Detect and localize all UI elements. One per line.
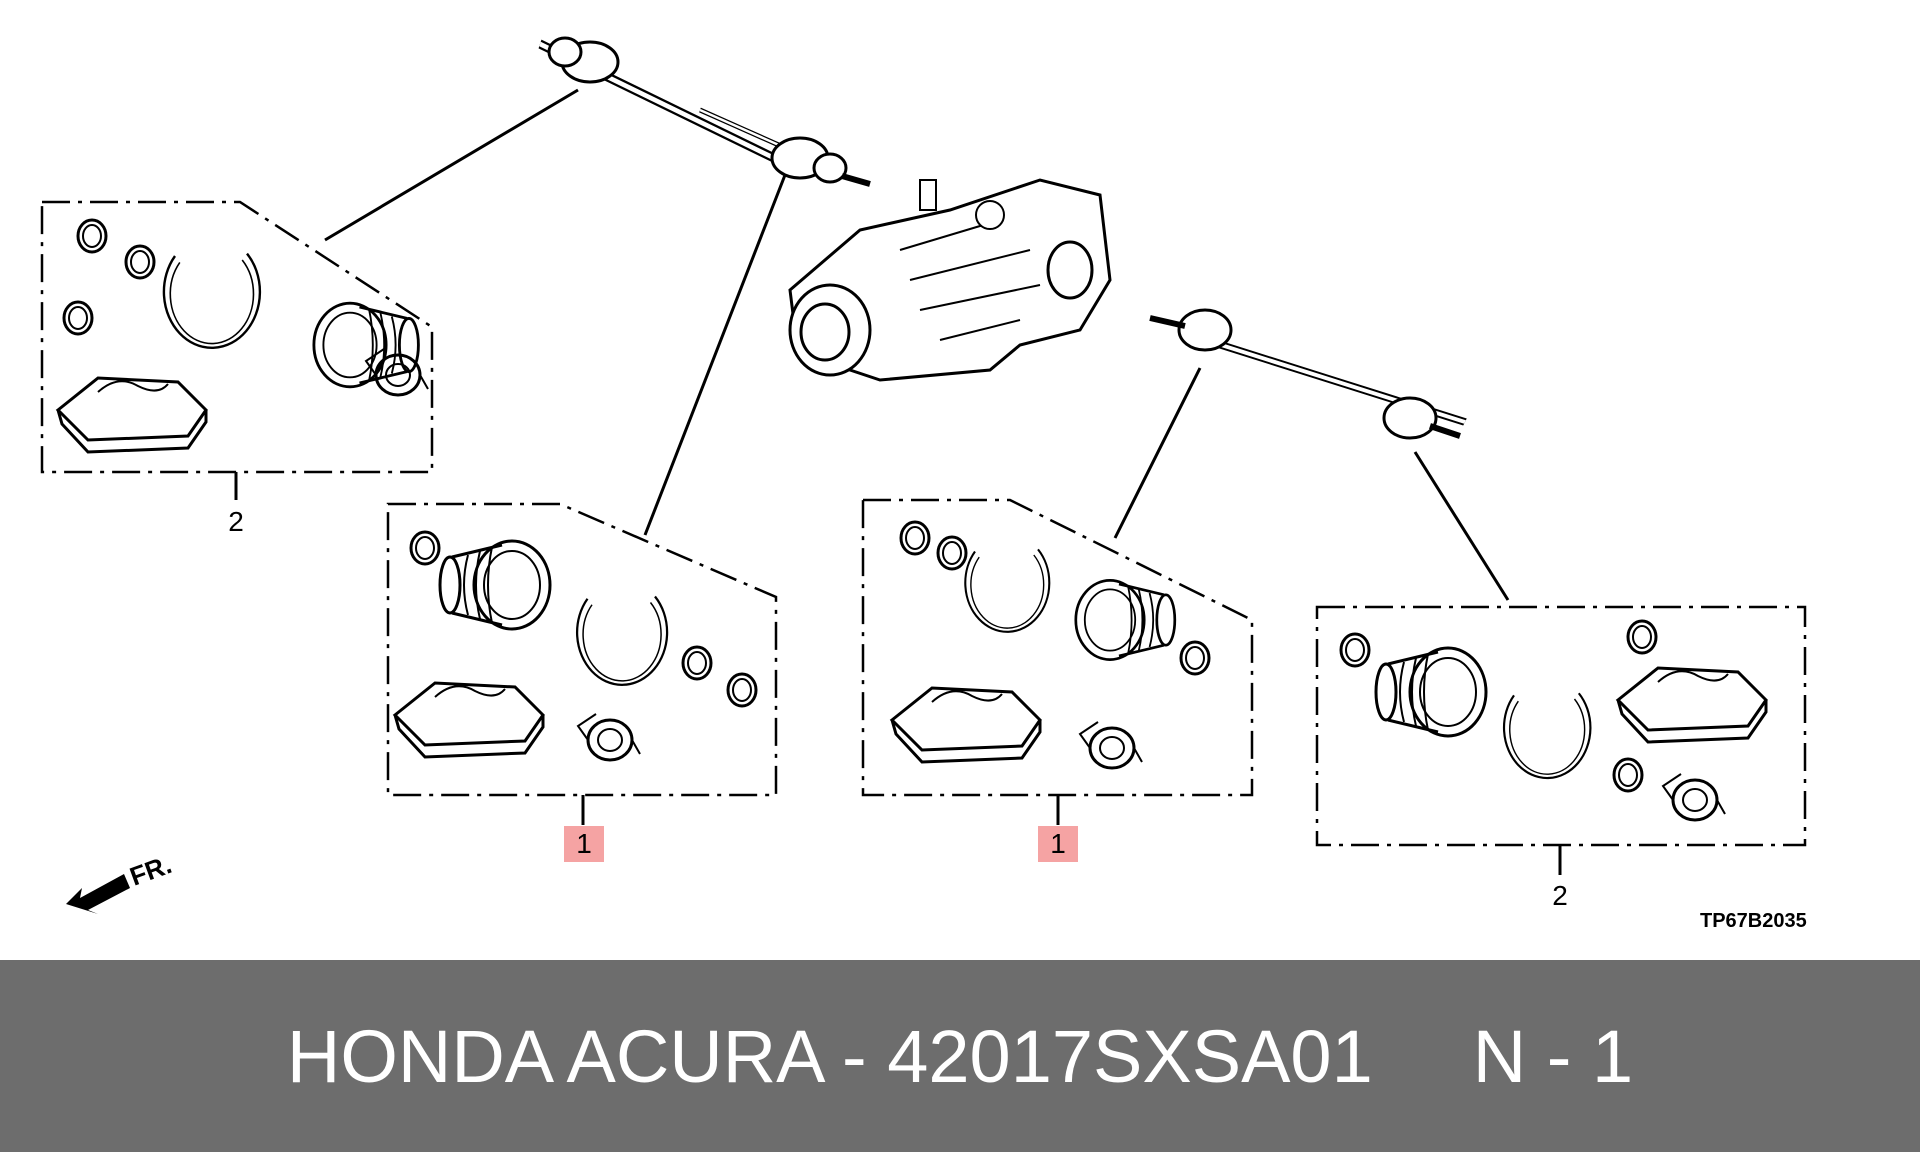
callout-kit-center-left[interactable]: 1 [564, 826, 604, 862]
front-marker: FR. [126, 849, 176, 892]
callout-kit-right: 2 [1552, 880, 1568, 911]
kit-box-center-right[interactable] [861, 498, 1254, 797]
kit-box-right [1315, 605, 1807, 847]
front-arrow-icon [66, 874, 130, 914]
reference-code: TP67B2035 [1700, 910, 1807, 932]
rear-differential [788, 178, 1112, 382]
kit-box-top-left [40, 200, 434, 474]
banner-quantity: N - 1 [1472, 1014, 1634, 1098]
parts-diagram: FR. [40, 36, 1807, 914]
callout-kit-center-right[interactable]: 1 [1038, 826, 1078, 862]
banner-title: HONDA ACURA - 42017SXSA01 [286, 1014, 1373, 1098]
drive-shaft-right [1149, 308, 1465, 440]
callout-kit-top-left: 2 [228, 506, 244, 537]
part-banner: HONDA ACURA - 42017SXSA01 N - 1 [0, 960, 1920, 1152]
drive-shaft-left [540, 36, 871, 187]
kit-box-center-left[interactable] [386, 502, 778, 797]
leader-lines [234, 88, 1562, 875]
